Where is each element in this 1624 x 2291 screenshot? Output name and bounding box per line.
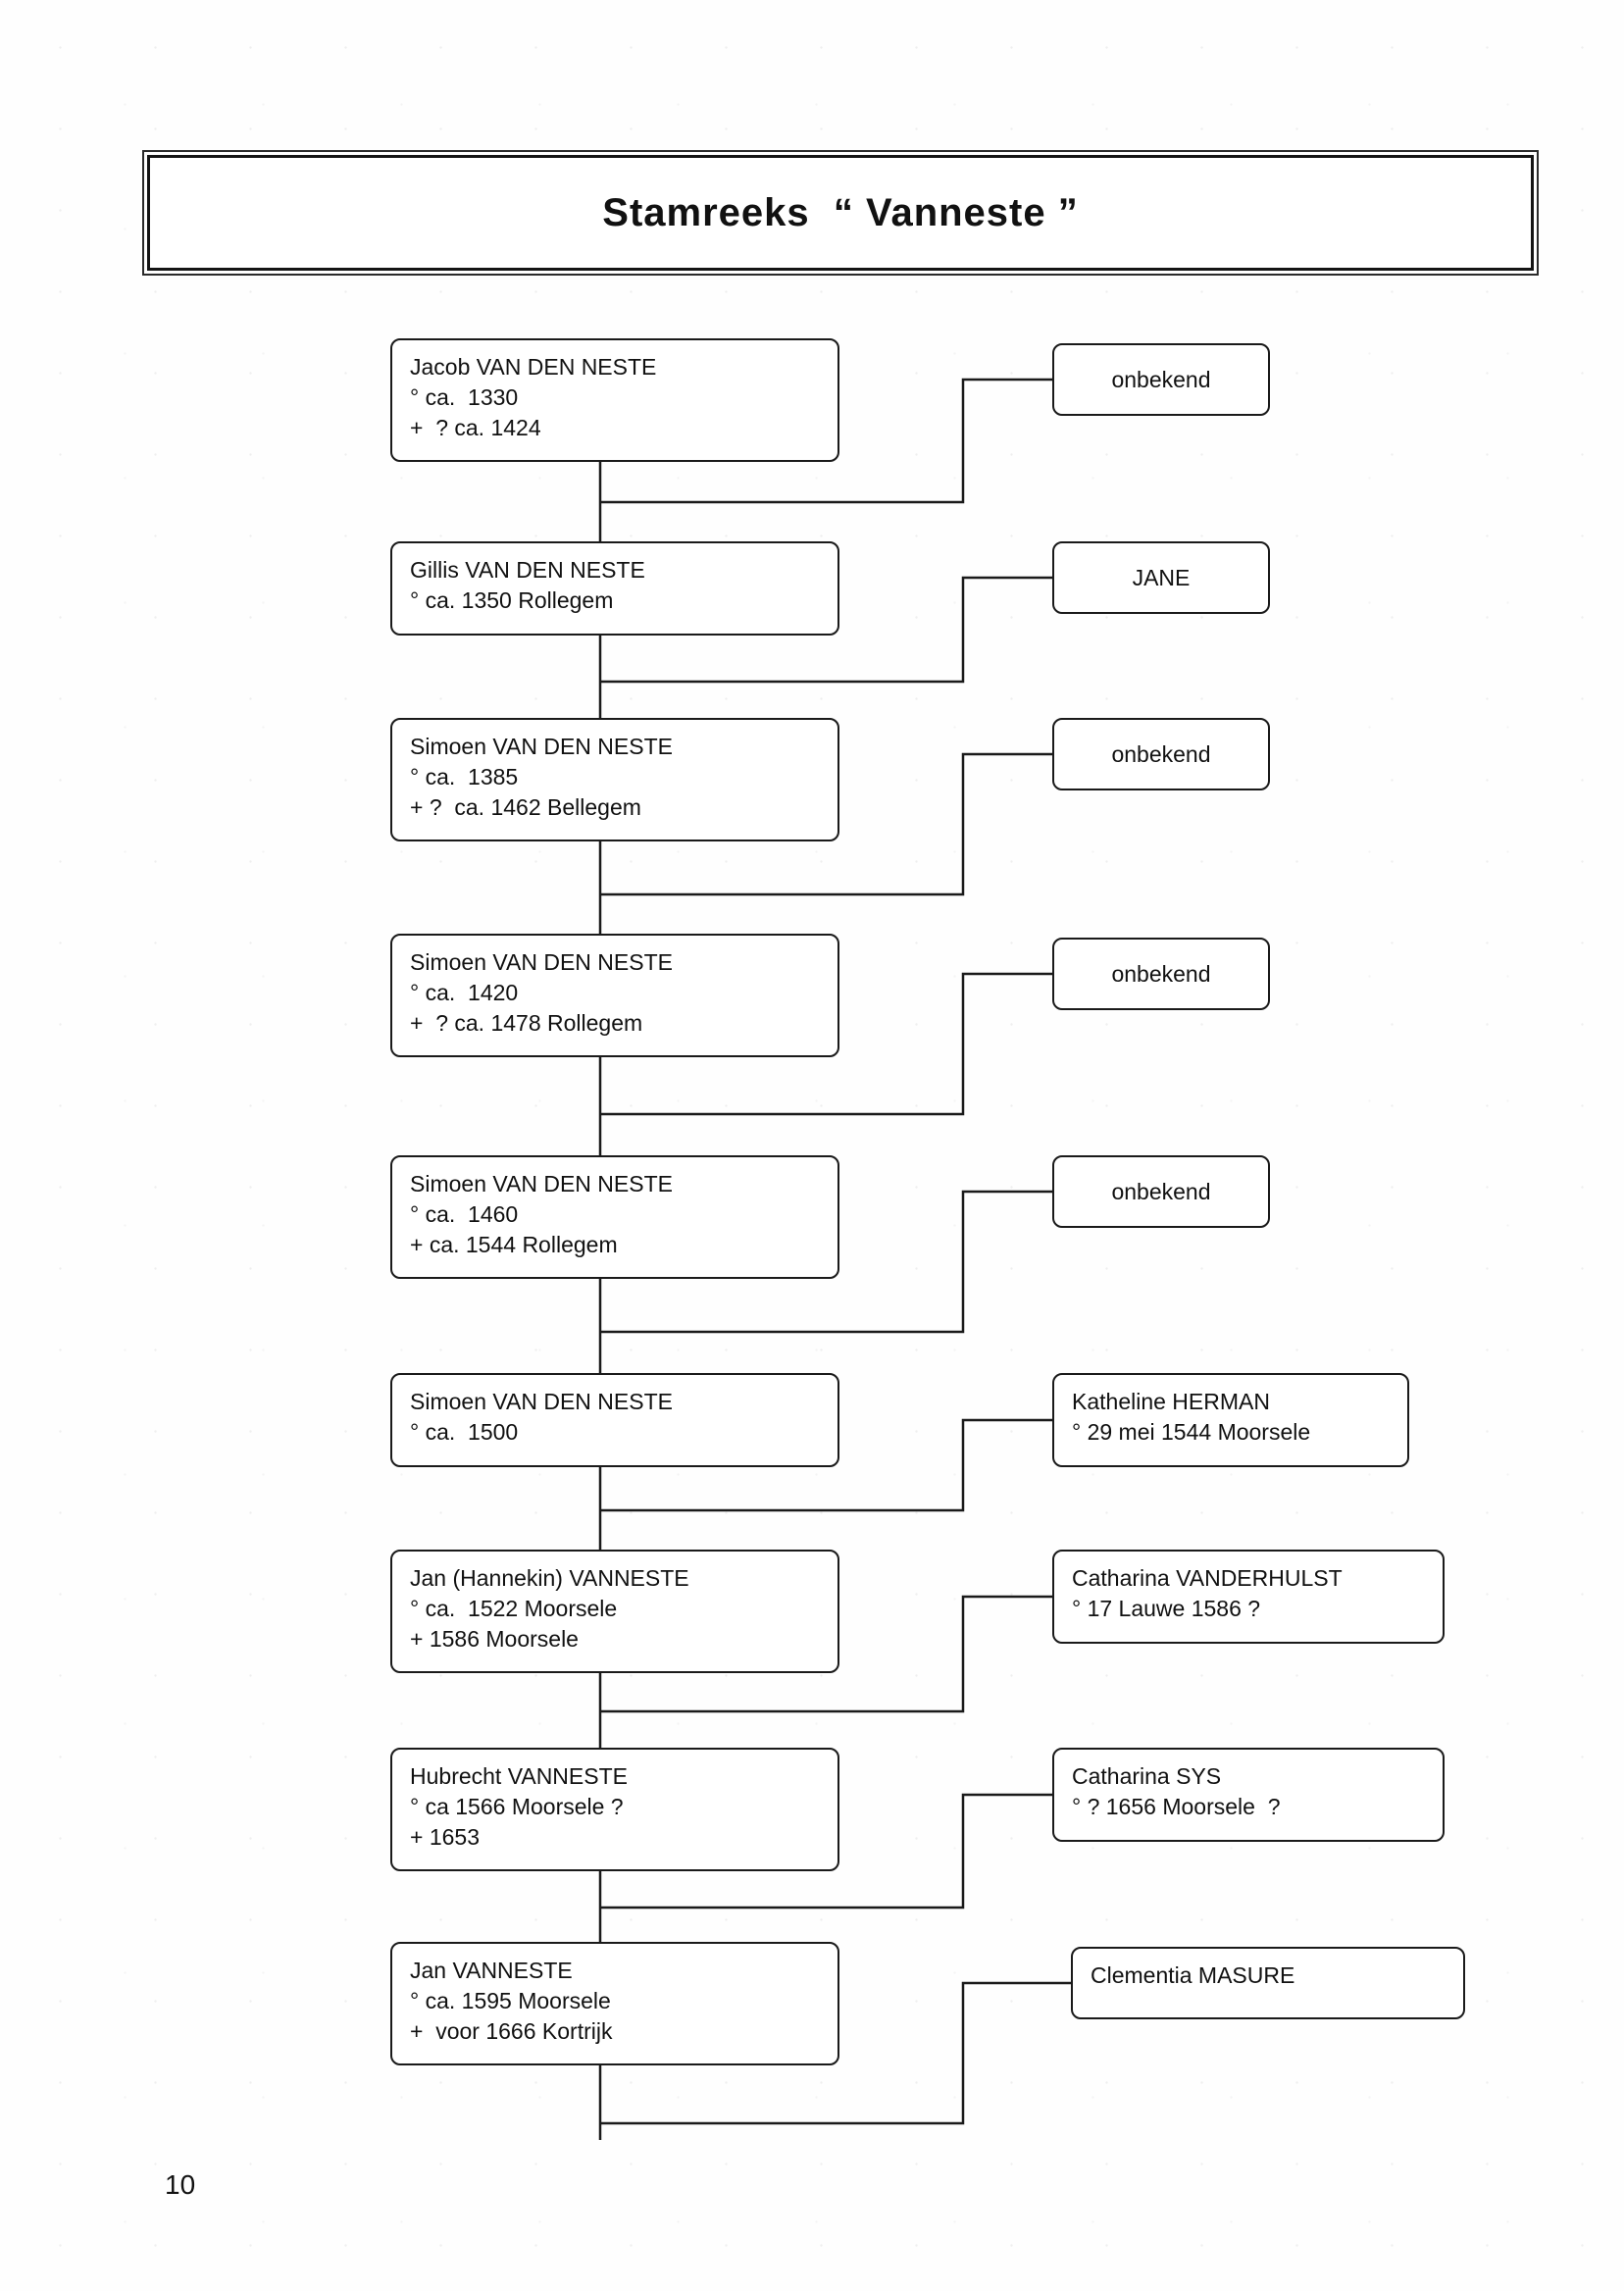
person-detail: + ca. 1544 Rollegem [410, 1232, 618, 1257]
spouse-box: Catharina VANDERHULST ° 17 Lauwe 1586 ? [1052, 1550, 1445, 1644]
person-detail: ° ca. 1522 Moorsele [410, 1596, 618, 1621]
person-detail: + 1653 [410, 1824, 480, 1850]
spouse-name: onbekend [1111, 960, 1211, 987]
spouse-box: Katheline HERMAN ° 29 mei 1544 Moorsele [1052, 1373, 1409, 1467]
person-detail: + ? ca. 1478 Rollegem [410, 1010, 643, 1036]
person-detail: ° ca. 1595 Moorsele [410, 1988, 611, 2013]
person-name: Jan VANNESTE [410, 1958, 573, 1983]
person-name: Simoen VAN DEN NESTE [410, 949, 673, 975]
spouse-box: Clementia MASURE [1071, 1947, 1465, 2019]
person-detail: + ? ca. 1462 Bellegem [410, 794, 641, 820]
person-name: Simoen VAN DEN NESTE [410, 1171, 673, 1196]
person-name: Jan (Hannekin) VANNESTE [410, 1565, 689, 1591]
person-name: Simoen VAN DEN NESTE [410, 734, 673, 759]
spouse-name: Clementia MASURE [1091, 1962, 1295, 1988]
title-box: Stamreeks “ Vanneste ” [142, 150, 1539, 276]
connector-line [600, 378, 1052, 504]
connector-line [600, 972, 1052, 1116]
connector-line [600, 1793, 1052, 1909]
spouse-box: onbekend [1052, 343, 1270, 416]
spouse-box: onbekend [1052, 1155, 1270, 1228]
connector-line [600, 1595, 1052, 1713]
person-name: Gillis VAN DEN NESTE [410, 557, 645, 583]
person-detail: + 1586 Moorsele [410, 1626, 579, 1652]
person-box: Hubrecht VANNESTE ° ca 1566 Moorsele ? + 1… [390, 1748, 839, 1871]
connector-line [600, 1418, 1052, 1512]
spouse-detail: ° 17 Lauwe 1586 ? [1072, 1596, 1261, 1621]
person-detail: ° ca. 1330 [410, 384, 519, 410]
connector-line [600, 752, 1052, 896]
spouse-name: Katheline HERMAN [1072, 1389, 1270, 1414]
page-number: 10 [165, 2169, 196, 2200]
person-box: Simoen VAN DEN NESTE ° ca. 1420 + ? ca. 14… [390, 934, 839, 1057]
person-detail: ° ca. 1460 [410, 1201, 519, 1227]
person-box: Simoen VAN DEN NESTE ° ca. 1460 + ca. 1544… [390, 1155, 839, 1279]
person-box: Simoen VAN DEN NESTE ° ca. 1385 + ? ca. 14… [390, 718, 839, 841]
spouse-box: Catharina SYS ° ? 1656 Moorsele ? [1052, 1748, 1445, 1842]
person-box: Simoen VAN DEN NESTE ° ca. 1500 [390, 1373, 839, 1467]
person-box: Gillis VAN DEN NESTE ° ca. 1350 Rollegem [390, 541, 839, 636]
page-title: Stamreeks “ Vanneste ” [602, 190, 1079, 234]
person-box: Jacob VAN DEN NESTE ° ca. 1330 + ? ca. 142… [390, 338, 839, 462]
spouse-box: onbekend [1052, 938, 1270, 1010]
connector-line [600, 1981, 1071, 2125]
person-box: Jan (Hannekin) VANNESTE ° ca. 1522 Moorse… [390, 1550, 839, 1673]
spouse-box: JANE [1052, 541, 1270, 614]
person-name: Jacob VAN DEN NESTE [410, 354, 657, 380]
spouse-name: JANE [1132, 564, 1191, 590]
person-detail: + voor 1666 Kortrijk [410, 2018, 613, 2044]
person-detail: ° ca. 1420 [410, 980, 519, 1005]
person-box: Jan VANNESTE ° ca. 1595 Moorsele + voor 16… [390, 1942, 839, 2065]
spouse-detail: ° 29 mei 1544 Moorsele [1072, 1419, 1311, 1445]
spouse-name: onbekend [1111, 1178, 1211, 1204]
connector-line [600, 576, 1052, 684]
spouse-box: onbekend [1052, 718, 1270, 790]
connector-line [600, 1190, 1052, 1334]
spouse-name: onbekend [1111, 366, 1211, 392]
person-detail: ° ca. 1350 Rollegem [410, 587, 614, 613]
person-detail: ° ca. 1500 [410, 1419, 519, 1445]
person-name: Simoen VAN DEN NESTE [410, 1389, 673, 1414]
spouse-detail: ° ? 1656 Moorsele ? [1072, 1794, 1281, 1819]
person-detail: ° ca. 1385 [410, 764, 519, 789]
person-name: Hubrecht VANNESTE [410, 1763, 628, 1789]
person-detail: ° ca 1566 Moorsele ? [410, 1794, 624, 1819]
spouse-name: onbekend [1111, 740, 1211, 767]
spouse-name: Catharina SYS [1072, 1763, 1222, 1789]
person-detail: + ? ca. 1424 [410, 415, 541, 440]
spouse-name: Catharina VANDERHULST [1072, 1565, 1343, 1591]
